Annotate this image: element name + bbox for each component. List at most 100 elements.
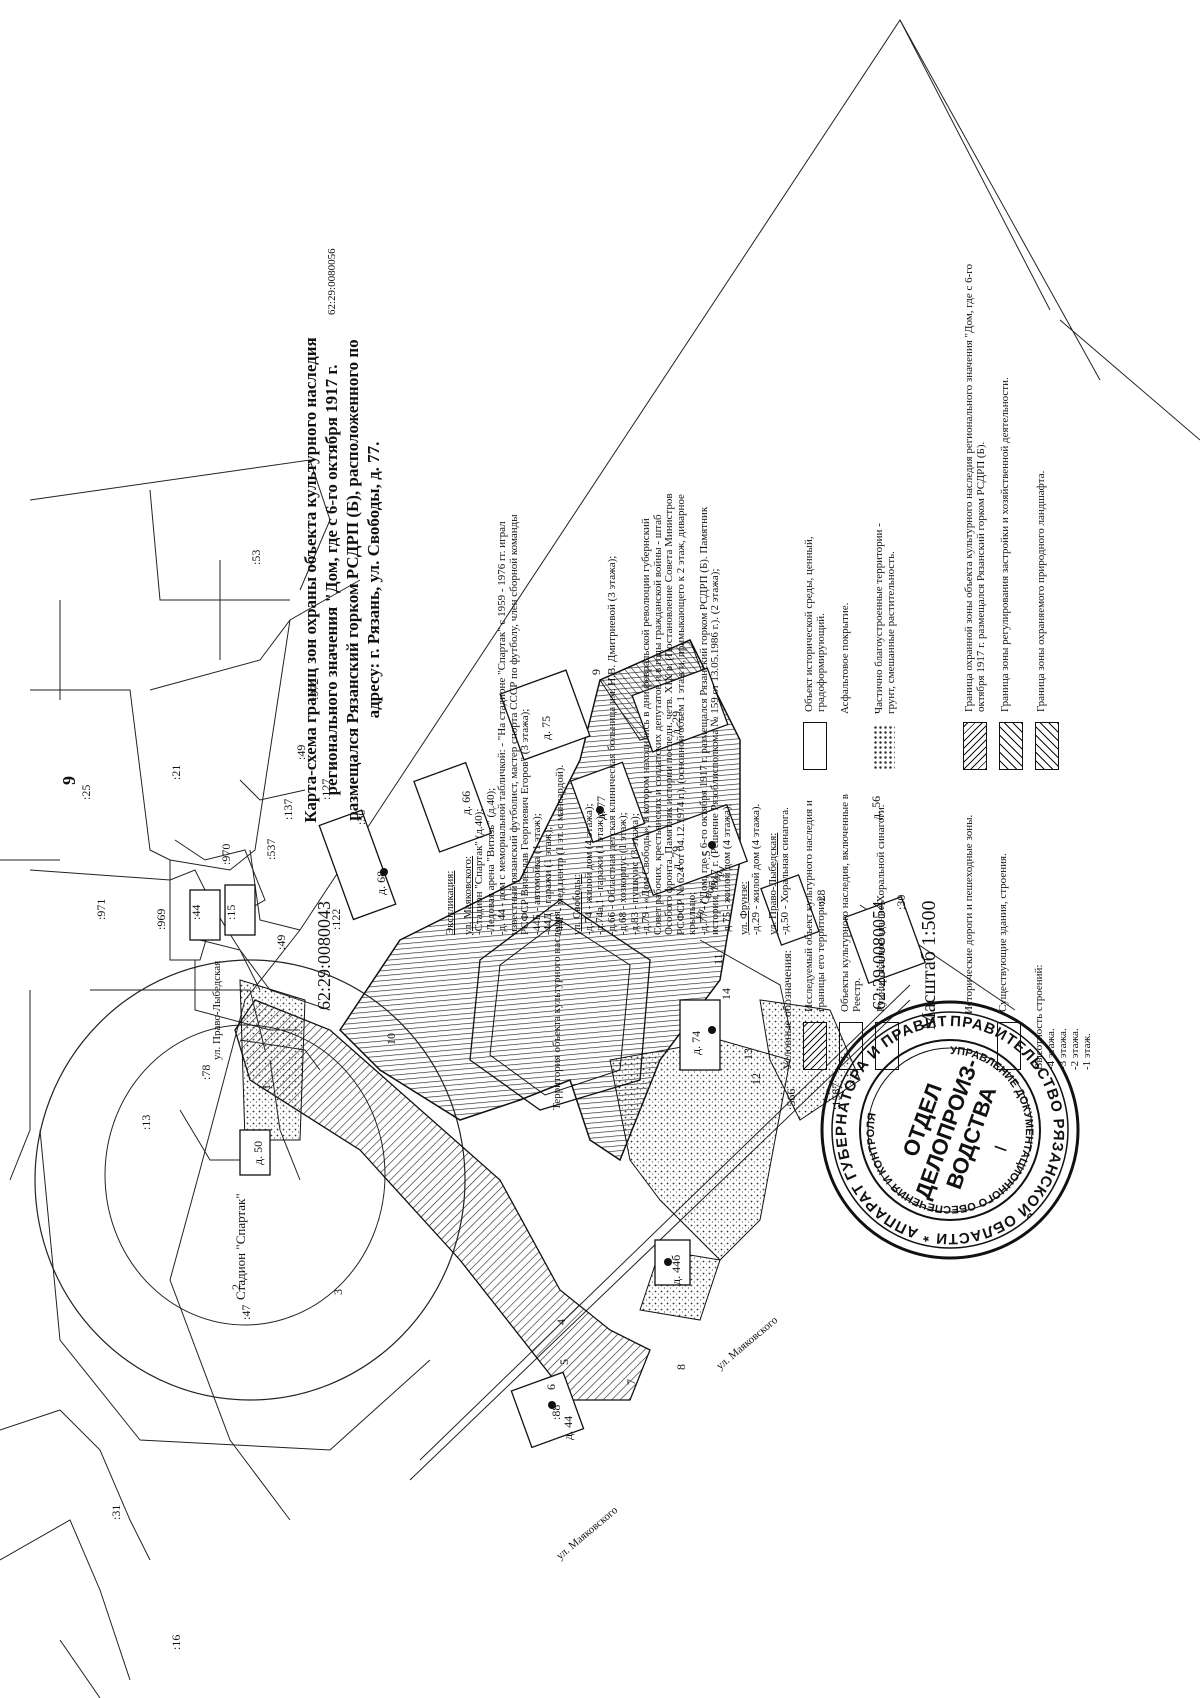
building-label: д. 44: [561, 1416, 575, 1440]
parcel-label: :970: [219, 844, 233, 865]
legend-swatch-outline: [803, 722, 827, 770]
explication-line: крыльцо;: [686, 891, 698, 935]
legend-item: Исследуемый объект культурного наследия …: [803, 800, 827, 1012]
explication-line: РСФСР Вячеслав Георгиевич Егоров" (3 эта…: [519, 708, 531, 935]
parcel-label: :53: [249, 550, 263, 565]
legend-item: -2 этажа.: [1069, 1028, 1081, 1070]
legend-item: Граница зоны регулирования застройки и х…: [999, 377, 1011, 712]
parcel-label: :971: [94, 899, 108, 920]
title-line: Карта-схема границ зон охраны объекта ку…: [301, 337, 320, 823]
parcel-label: :15: [224, 905, 238, 920]
building-label: д. 50: [251, 1141, 265, 1165]
legend-swatch-outline: [997, 1022, 1021, 1070]
parcel-label: :49: [274, 935, 288, 950]
cadastral-number: 62:29:0080054: [869, 901, 889, 1010]
parcel-label: :31: [109, 1505, 123, 1520]
parcel-label: :28: [814, 890, 828, 905]
corner-number: 1: [259, 1084, 273, 1090]
corner-number: 10: [384, 1033, 398, 1045]
title-line: размещался Рязанский горком РСДРП (Б), р…: [343, 339, 362, 821]
building-74: [679, 999, 721, 1071]
explication-line: -Стадион "Спартак" (д.40);: [473, 808, 485, 935]
scale-label: Масштаб 1:500: [918, 900, 940, 1030]
building-label: д. 77: [594, 796, 608, 820]
street-label-mayakovskogo: ул. Маяковского: [554, 1504, 620, 1562]
upper-parcels: [29, 459, 331, 991]
legend-item: -4 этажа.: [1045, 1028, 1057, 1070]
stadium-label: Стадион "Спартак": [233, 1193, 248, 1300]
street-label-mayakovskogo: ул. Маяковского: [714, 1314, 780, 1372]
building-66: [413, 761, 493, 853]
map-title: Карта-схема границ зон охраны объекта ку…: [300, 230, 384, 930]
parcel-label: :122: [329, 909, 343, 930]
parcel-label: :972: [307, 679, 321, 700]
legend-swatch-blank: [963, 1024, 985, 1070]
legend-swatch-outline: [875, 1022, 899, 1070]
corner-number: 14: [719, 988, 733, 1000]
parcel-label: :88: [549, 1405, 563, 1420]
parcel-label: :30: [894, 895, 908, 910]
building-label: д. 79: [669, 846, 683, 870]
parcel-label: :44: [189, 905, 203, 920]
explication-street: ул. Право-Лыбедская:: [767, 832, 779, 935]
legend-item: Граница охранной зоны объекта культурног…: [963, 263, 987, 712]
building-label: д. 29: [669, 711, 683, 735]
corner-number: 8: [674, 1364, 688, 1370]
legend-swatch-hatch: [999, 722, 1023, 770]
legend-item: Граница зоны охраняемого природного ланд…: [1035, 470, 1047, 712]
building-68: [318, 809, 397, 921]
legend-swatch-outline: [839, 1022, 863, 1070]
legend-item: Руинированное здание Хоральной синагоги.: [875, 804, 887, 1012]
corner-number: 13: [741, 1048, 755, 1060]
corner-number: 7: [624, 1379, 638, 1385]
explication-street: ул. Фрунзе:: [738, 881, 750, 935]
parcel-label: :5: [699, 851, 713, 860]
corner-number: 9: [589, 669, 603, 675]
legend-item: Высотность строений:: [1033, 964, 1045, 1070]
legend-item: Исторические дороги и пешеходные зоны.: [963, 814, 975, 1014]
street-label-pravo-lybedskaya: ул. Право-Лыбедская: [211, 961, 223, 1060]
corner-number: 3: [331, 1289, 345, 1295]
center-note: Территория объекта культурного наследия: [551, 911, 563, 1110]
building-29: [631, 667, 729, 753]
legend-item: Асфальтовое покрытие.: [839, 602, 851, 714]
parcel-label: :969: [154, 909, 168, 930]
parcel-label: :537: [264, 839, 278, 860]
parcel-label: :49: [294, 745, 308, 760]
explication-line: РСФСР № 624 от 04.12.1974 г.). (основной…: [674, 494, 687, 935]
explication-line: Особого фронта. Памятник истории последн…: [663, 493, 675, 935]
building-label: д. 66: [459, 791, 473, 815]
explication-heading: Экспликация:: [444, 870, 456, 935]
parcel-label: :78: [199, 1065, 213, 1080]
corner-number: 6: [544, 1384, 558, 1390]
explication-line: истории, 1917 г. (Решение Рязоблисполком…: [709, 568, 721, 935]
legend-swatch-hatch: [963, 722, 987, 770]
legend-item: -1 этаж.: [1081, 1033, 1093, 1070]
asphalt-swatch: [839, 724, 861, 770]
legend-item: Существующие здания, строения.: [997, 853, 1009, 1012]
explication-line: -д. 44 - дом с мемориальной табличкой: -…: [496, 521, 508, 935]
explication-line: -д.75 - жилой дом (4 этажа);: [720, 803, 733, 935]
legend-swatch-hatch: [1035, 722, 1059, 770]
building-44b: [654, 1239, 691, 1286]
building-44: [510, 1371, 585, 1449]
explication-line: -44Д - гаражи (1 этаж);: [542, 826, 554, 935]
corner-number: 12: [749, 1073, 763, 1085]
legend-item: Объект исторической среды, ценный, градо…: [803, 536, 827, 712]
building-label: д. 75: [539, 716, 553, 740]
cadastral-number: 62:29:0080043: [314, 901, 334, 1010]
building-label: д. 74: [689, 1031, 703, 1055]
building-label: д. 44б: [669, 1255, 683, 1285]
explication-line: -д.79 - «Дом Свободы», в котором находил…: [640, 518, 652, 935]
parcel-label: :566: [784, 1089, 798, 1110]
title-line: регионального значения "Дом, где с 6-го …: [322, 364, 341, 796]
parcel-label: :137: [281, 799, 295, 820]
legend: Условные обозначения: Исследуемый объект…: [780, 170, 1163, 1070]
building-79: [631, 803, 749, 897]
corner-number: 2: [229, 1284, 243, 1290]
corner-number: 11: [711, 953, 725, 965]
sheet-number: 9: [59, 776, 79, 785]
parcel-label: :30: [354, 810, 368, 825]
